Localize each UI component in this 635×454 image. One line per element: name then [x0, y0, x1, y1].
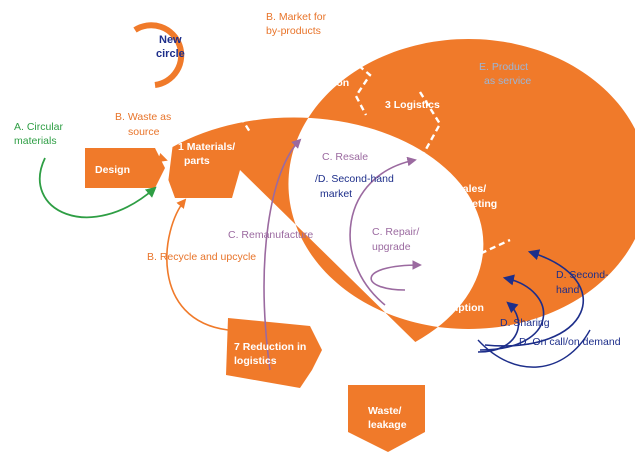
stage-production: 2 Production [285, 77, 349, 89]
second-hand-label: D. Second-hand [556, 269, 609, 296]
waste-source-arrow [149, 151, 168, 163]
stage-sales: 4 Sales/marketing [447, 183, 497, 210]
divider-3-4 [418, 91, 442, 161]
divider-4-5 [435, 231, 511, 264]
recycle-label: B. Recycle and upcycle [147, 251, 256, 263]
waste-leakage-label: Waste/leakage [368, 405, 407, 431]
remanufacture-arrow [263, 138, 302, 371]
divider-2-3 [335, 45, 372, 116]
design-box [85, 148, 165, 188]
remanufacture-label: C. Remanufacture [228, 229, 313, 241]
sharing-arrow [479, 274, 545, 351]
second-hand-arrow [484, 249, 585, 347]
new-circle-ring [133, 22, 185, 88]
divider-6-7 [308, 344, 332, 404]
stage-use: 5 Use/consumption [418, 288, 484, 314]
lifecycle-ring [168, 39, 635, 342]
on-call-loop [477, 329, 591, 368]
reduction-box [226, 318, 322, 388]
sharing-label: D. Sharing [500, 317, 550, 329]
divider-5-6 [401, 336, 471, 352]
stage-materials: 1 Materials/parts [178, 141, 235, 167]
on-call-label: D. On call/on demand [519, 336, 621, 348]
stage-end-of-life: 6 End of life [340, 356, 400, 368]
recycle-arrow [166, 198, 229, 331]
resale-arrow [349, 156, 417, 306]
design-label: Design [95, 164, 130, 176]
stage-logistics: 3 Logistics [385, 99, 440, 111]
repair-label: C. Repair/upgrade [372, 226, 419, 253]
circular-materials-arrow [38, 157, 157, 219]
repair-arrow [370, 260, 422, 291]
resale-label: C. Resale [322, 151, 368, 163]
waste-leakage-box [348, 385, 425, 452]
divider-1-2 [208, 97, 252, 133]
